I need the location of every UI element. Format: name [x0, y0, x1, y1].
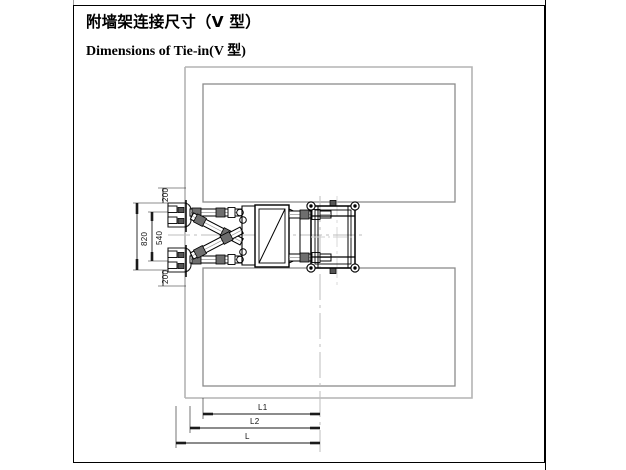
diagonal-v-brace-lower [189, 216, 247, 260]
dimension-200-top [158, 187, 186, 203]
mast-link-upper [288, 209, 332, 220]
dimension-label-l: L [245, 432, 250, 441]
dimension-200-bottom [158, 270, 186, 287]
dimension-label-l1: L1 [258, 403, 268, 412]
wall-panel-lower [202, 267, 456, 387]
dimension-820 [133, 202, 168, 271]
dimension-label-820: 820 [140, 231, 149, 246]
wall-outline [184, 66, 473, 399]
centre-line-vertical [319, 196, 338, 452]
dimension-l-line [175, 406, 320, 448]
dimension-l1-line [202, 398, 320, 419]
page-title-chinese: 附墙架连接尺寸（V 型） [86, 13, 261, 31]
right-margin-rule [545, 0, 546, 470]
dimension-l2-line [189, 406, 320, 433]
wall-panel-upper [202, 83, 456, 203]
dimension-label-540: 540 [155, 230, 164, 245]
wall-anchor-bracket-lower [167, 245, 192, 277]
page-border [73, 5, 545, 463]
dimension-label-200-bottom: 200 [161, 269, 170, 284]
dimension-label-200-top: 200 [161, 187, 170, 202]
dimension-label-l2: L2 [250, 417, 260, 426]
page-title-english: Dimensions of Tie-in(V 型) [86, 44, 246, 59]
dimension-540 [148, 211, 168, 262]
mast-frame [306, 200, 360, 274]
wall-anchor-bracket-upper [167, 200, 192, 232]
centre-box-frame [241, 204, 301, 268]
top-margin-tick [73, 0, 78, 6]
horizontal-strut-upper [189, 207, 244, 218]
